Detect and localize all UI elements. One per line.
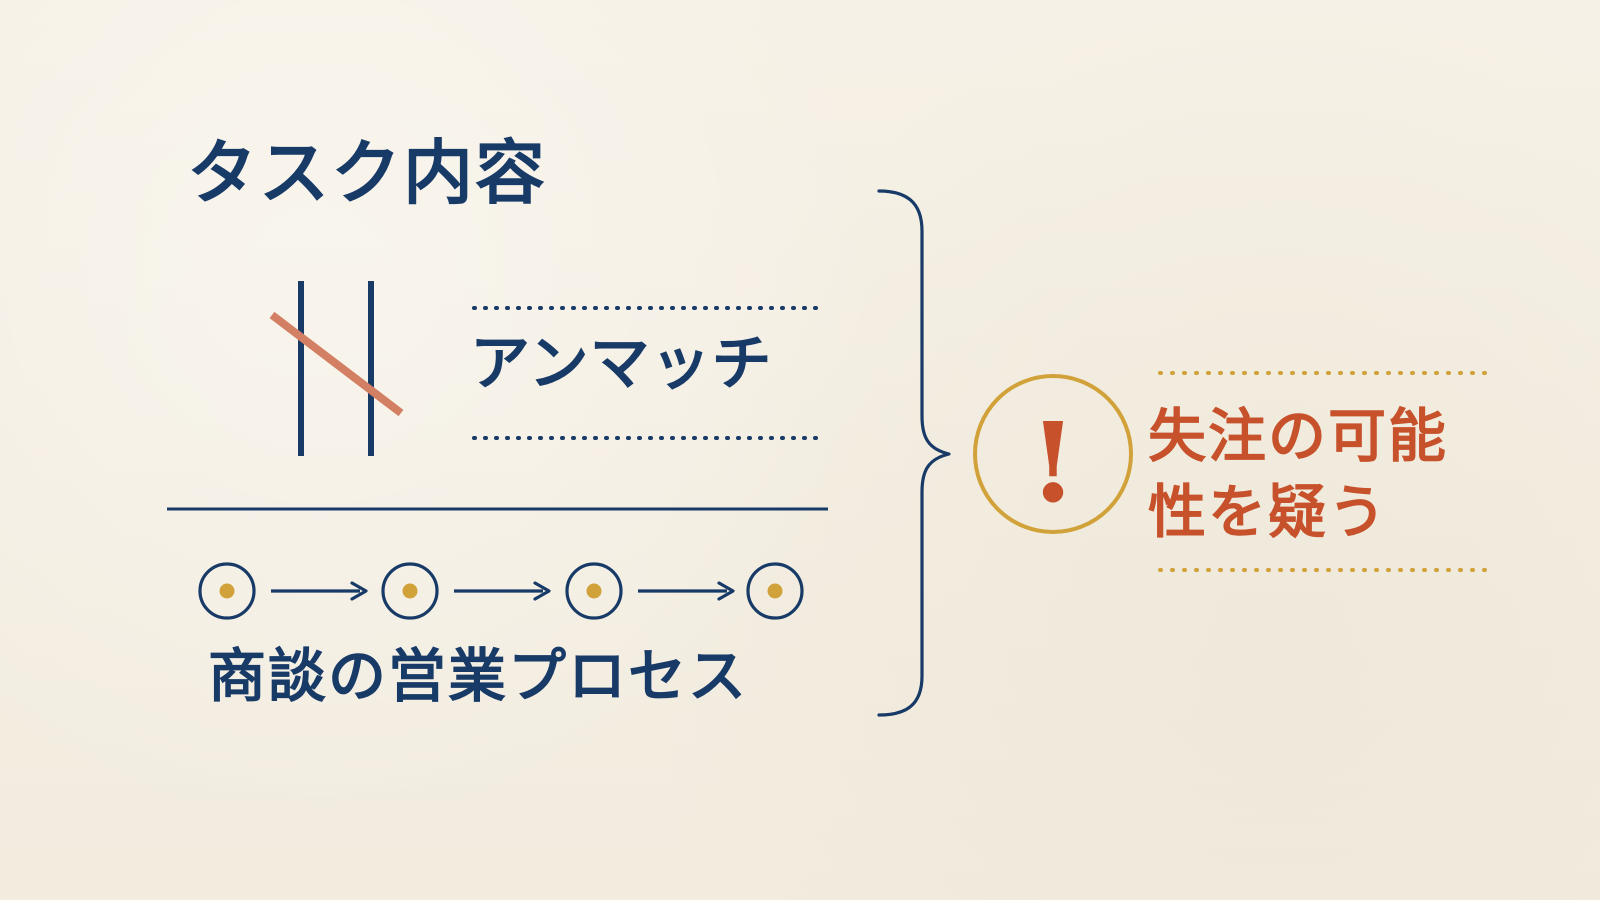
- mismatch-dotted-lines: [472, 306, 820, 440]
- risk-dotted-lines: [1158, 371, 1498, 572]
- process-arrow-3-icon: [638, 581, 735, 601]
- warning-symbol: !: [1029, 398, 1077, 527]
- task-title: タスク内容: [187, 131, 547, 214]
- process-node-2-icon: [381, 562, 439, 620]
- mismatch-slash: [269, 311, 404, 417]
- process-label: 商談の営業プロセス: [208, 642, 749, 710]
- process-node-3-icon: [565, 562, 623, 620]
- risk-label-line-1: 失注の可能: [1148, 402, 1449, 470]
- curly-brace-icon: [877, 189, 951, 717]
- warning-circle-icon: !: [973, 374, 1133, 534]
- process-arrow-2-icon: [454, 581, 551, 601]
- process-flow: [198, 562, 804, 620]
- mismatch-label: アンマッチ: [470, 329, 773, 399]
- mismatch-icon: [269, 281, 404, 456]
- process-node-1-icon: [198, 562, 256, 620]
- process-arrow-1-icon: [271, 581, 368, 601]
- process-node-4-icon: [746, 562, 804, 620]
- risk-label-line-2: 性を疑う: [1148, 478, 1389, 546]
- risk-label: 失注の可能 性を疑う: [1148, 398, 1488, 550]
